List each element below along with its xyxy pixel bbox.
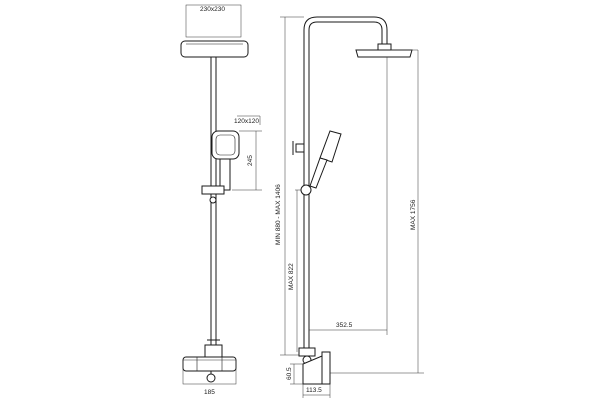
head-size-label: 230x230 bbox=[200, 6, 225, 13]
valve-cap-side bbox=[321, 351, 331, 385]
riser-pipe-outer bbox=[303, 16, 388, 350]
slider-bracket bbox=[201, 185, 225, 195]
valve-connector bbox=[204, 344, 223, 358]
height-range-label: MIN 880 - MAX 1406 bbox=[275, 184, 282, 245]
hand-shower-handle-side bbox=[309, 157, 328, 189]
hand-shower-handle bbox=[219, 158, 231, 191]
diverter-knob bbox=[206, 373, 216, 383]
slider-side bbox=[300, 184, 312, 196]
side-elbow bbox=[298, 347, 316, 357]
valve-depth-label: 113.5 bbox=[306, 387, 322, 394]
hand-shower-height-label: 245 bbox=[247, 155, 254, 166]
thermostatic-valve-body bbox=[182, 356, 237, 372]
base-dimension-box bbox=[182, 359, 237, 385]
riser-pipe-inner bbox=[308, 21, 383, 350]
slider-knob bbox=[209, 196, 217, 204]
head-height-label: MAX 1756 bbox=[410, 199, 417, 230]
hand-shower-head-side bbox=[319, 130, 342, 163]
head-size-dimension-box bbox=[185, 4, 242, 38]
base-width-label: 185 bbox=[204, 389, 215, 396]
hand-shower-size-label: 120x120 bbox=[234, 118, 259, 125]
overhead-head-side bbox=[355, 49, 413, 58]
wall-bracket bbox=[295, 143, 305, 153]
head-connector bbox=[377, 43, 392, 51]
front-view: 230x230 120x120 245 bbox=[180, 4, 262, 396]
valve-height-label: 60.5 bbox=[286, 367, 293, 380]
side-view: MIN 880 - MAX 1406 MAX 1756 MAX 822 352.… bbox=[275, 16, 424, 398]
arm-reach-label: 352.5 bbox=[336, 322, 353, 329]
overhead-shower-head bbox=[180, 40, 249, 58]
slider-height-label: MAX 822 bbox=[288, 263, 295, 290]
